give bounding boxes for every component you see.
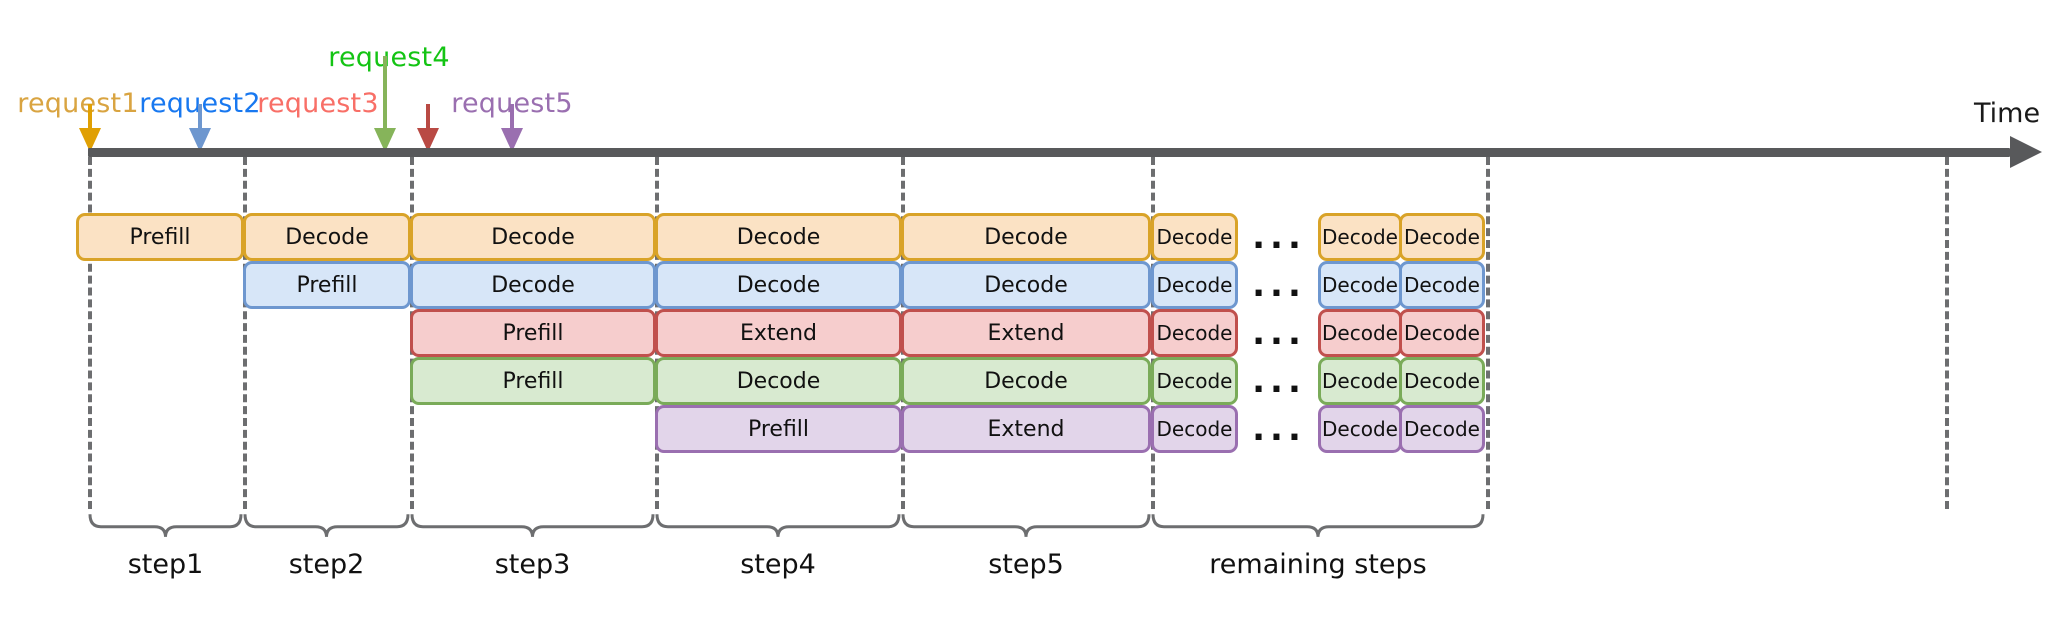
sched-cell-request1-row-decode[interactable]: Decode <box>1151 213 1238 261</box>
step-label-step5: step5 <box>988 549 1064 580</box>
sched-cell-request5-row-prefill[interactable]: Prefill <box>655 405 902 453</box>
arrow-head <box>189 128 211 152</box>
sched-cell-request4-row-decode[interactable]: Decode <box>655 357 902 405</box>
arrow-head <box>417 128 439 152</box>
ellipsis-request5-row: ... <box>1252 409 1306 449</box>
sched-cell-request3-row-extend[interactable]: Extend <box>901 309 1151 357</box>
request-label-request1: request1 <box>17 88 139 119</box>
sched-cell-request1-row-decode[interactable]: Decode <box>1318 213 1402 261</box>
time-axis-label: Time <box>1974 98 2041 129</box>
arrow-head <box>374 128 396 152</box>
sched-cell-request5-row-decode[interactable]: Decode <box>1399 405 1485 453</box>
sched-cell-request1-row-decode[interactable]: Decode <box>410 213 656 261</box>
sched-cell-request5-row-decode[interactable]: Decode <box>1151 405 1238 453</box>
time-axis-line <box>88 148 2010 157</box>
sched-cell-request3-row-prefill[interactable]: Prefill <box>410 309 656 357</box>
step-divider-6 <box>1486 157 1490 509</box>
sched-cell-request2-row-decode[interactable]: Decode <box>1151 261 1238 309</box>
ellipsis-request4-row: ... <box>1252 361 1306 401</box>
sched-cell-request1-row-decode[interactable]: Decode <box>243 213 411 261</box>
sched-cell-request2-row-decode[interactable]: Decode <box>1318 261 1402 309</box>
step-divider-1 <box>243 157 247 509</box>
ellipsis-request1-row: ... <box>1252 217 1306 257</box>
arrow-shaft <box>88 104 92 132</box>
sched-cell-request4-row-prefill[interactable]: Prefill <box>410 357 656 405</box>
sched-cell-request2-row-prefill[interactable]: Prefill <box>243 261 411 309</box>
brace-step1 <box>88 512 243 546</box>
sched-cell-request2-row-decode[interactable]: Decode <box>1399 261 1485 309</box>
brace-remaining-steps <box>1151 512 1485 546</box>
sched-cell-request2-row-decode[interactable]: Decode <box>410 261 656 309</box>
sched-cell-request4-row-decode[interactable]: Decode <box>1399 357 1485 405</box>
sched-cell-request4-row-decode[interactable]: Decode <box>1318 357 1402 405</box>
arrow-shaft <box>510 104 514 132</box>
request-label-request4: request4 <box>328 42 450 73</box>
ellipsis-request3-row: ... <box>1252 313 1306 353</box>
brace-step4 <box>655 512 901 546</box>
step-label-step4: step4 <box>740 549 816 580</box>
brace-step2 <box>243 512 410 546</box>
sched-cell-request3-row-decode[interactable]: Decode <box>1151 309 1238 357</box>
step-label-remaining-steps: remaining steps <box>1209 549 1427 580</box>
sched-cell-request5-row-extend[interactable]: Extend <box>901 405 1151 453</box>
step-divider-0 <box>88 157 92 509</box>
sched-cell-request3-row-extend[interactable]: Extend <box>655 309 902 357</box>
brace-step5 <box>901 512 1151 546</box>
step-label-step1: step1 <box>127 549 204 580</box>
arrow-shaft <box>198 104 202 132</box>
arrow-shaft <box>383 56 387 132</box>
sched-cell-request1-row-decode[interactable]: Decode <box>901 213 1151 261</box>
brace-step3 <box>410 512 655 546</box>
sched-cell-request1-row-decode[interactable]: Decode <box>1399 213 1485 261</box>
request-label-request3: request3 <box>257 88 379 119</box>
sched-cell-request5-row-decode[interactable]: Decode <box>1318 405 1402 453</box>
sched-cell-request4-row-decode[interactable]: Decode <box>1151 357 1238 405</box>
sched-cell-request2-row-decode[interactable]: Decode <box>655 261 902 309</box>
sched-cell-request2-row-decode[interactable]: Decode <box>901 261 1151 309</box>
sched-cell-request3-row-decode[interactable]: Decode <box>1318 309 1402 357</box>
arrow-head <box>79 128 101 152</box>
sched-cell-request1-row-decode[interactable]: Decode <box>655 213 902 261</box>
sched-cell-request1-row-prefill[interactable]: Prefill <box>76 213 244 261</box>
ellipsis-request2-row: ... <box>1252 265 1306 305</box>
sched-cell-request4-row-decode[interactable]: Decode <box>901 357 1151 405</box>
sched-cell-request3-row-decode[interactable]: Decode <box>1399 309 1485 357</box>
time-axis-arrowhead <box>2010 136 2042 168</box>
step-divider-7 <box>1945 157 1949 509</box>
arrow-shaft <box>426 104 430 132</box>
arrow-head <box>501 128 523 152</box>
step-label-step3: step3 <box>494 549 571 580</box>
step-label-step2: step2 <box>288 549 365 580</box>
